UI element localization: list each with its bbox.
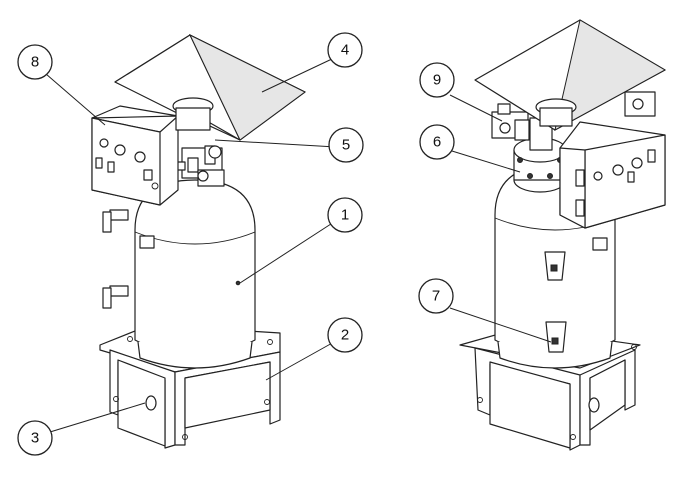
callout-2: 2 xyxy=(327,317,363,353)
callout-5: 5 xyxy=(328,127,364,163)
callout-1-label: 1 xyxy=(341,207,349,224)
callout-5-label: 5 xyxy=(342,137,350,154)
leader-3 xyxy=(49,402,146,433)
callout-3: 3 xyxy=(17,420,53,456)
callout-6-label: 6 xyxy=(433,134,441,151)
callout-8-label: 8 xyxy=(31,54,39,71)
leader-4 xyxy=(261,57,335,93)
callout-9-label: 9 xyxy=(433,72,441,89)
right-control-box xyxy=(559,121,666,229)
leader-1 xyxy=(239,221,335,284)
right-inlet-flange xyxy=(513,117,567,193)
left-hopper xyxy=(114,33,306,141)
leader-5 xyxy=(214,139,337,148)
callout-4-label: 4 xyxy=(341,42,349,59)
left-control-box xyxy=(91,105,179,206)
right-base-stand xyxy=(459,327,641,451)
right-valve-group xyxy=(491,91,656,141)
left-valve-group xyxy=(174,145,225,187)
left-assembly xyxy=(45,33,337,449)
callout-1: 1 xyxy=(327,197,363,233)
callout-6: 6 xyxy=(419,124,455,160)
callout-7-label: 7 xyxy=(432,288,440,305)
callout-3-label: 3 xyxy=(31,430,39,447)
callout-9: 9 xyxy=(419,62,455,98)
leader-8 xyxy=(45,73,106,126)
callout-8: 8 xyxy=(17,44,53,80)
callout-2-label: 2 xyxy=(341,327,349,344)
leader-9 xyxy=(449,94,503,122)
callout-4: 4 xyxy=(327,32,363,68)
right-hopper xyxy=(474,19,667,131)
leader-2 xyxy=(265,341,335,381)
left-tank xyxy=(102,179,256,369)
leader-7 xyxy=(449,307,552,343)
leader-6 xyxy=(451,150,521,173)
right-assembly xyxy=(449,19,667,451)
callout-7: 7 xyxy=(418,278,454,314)
